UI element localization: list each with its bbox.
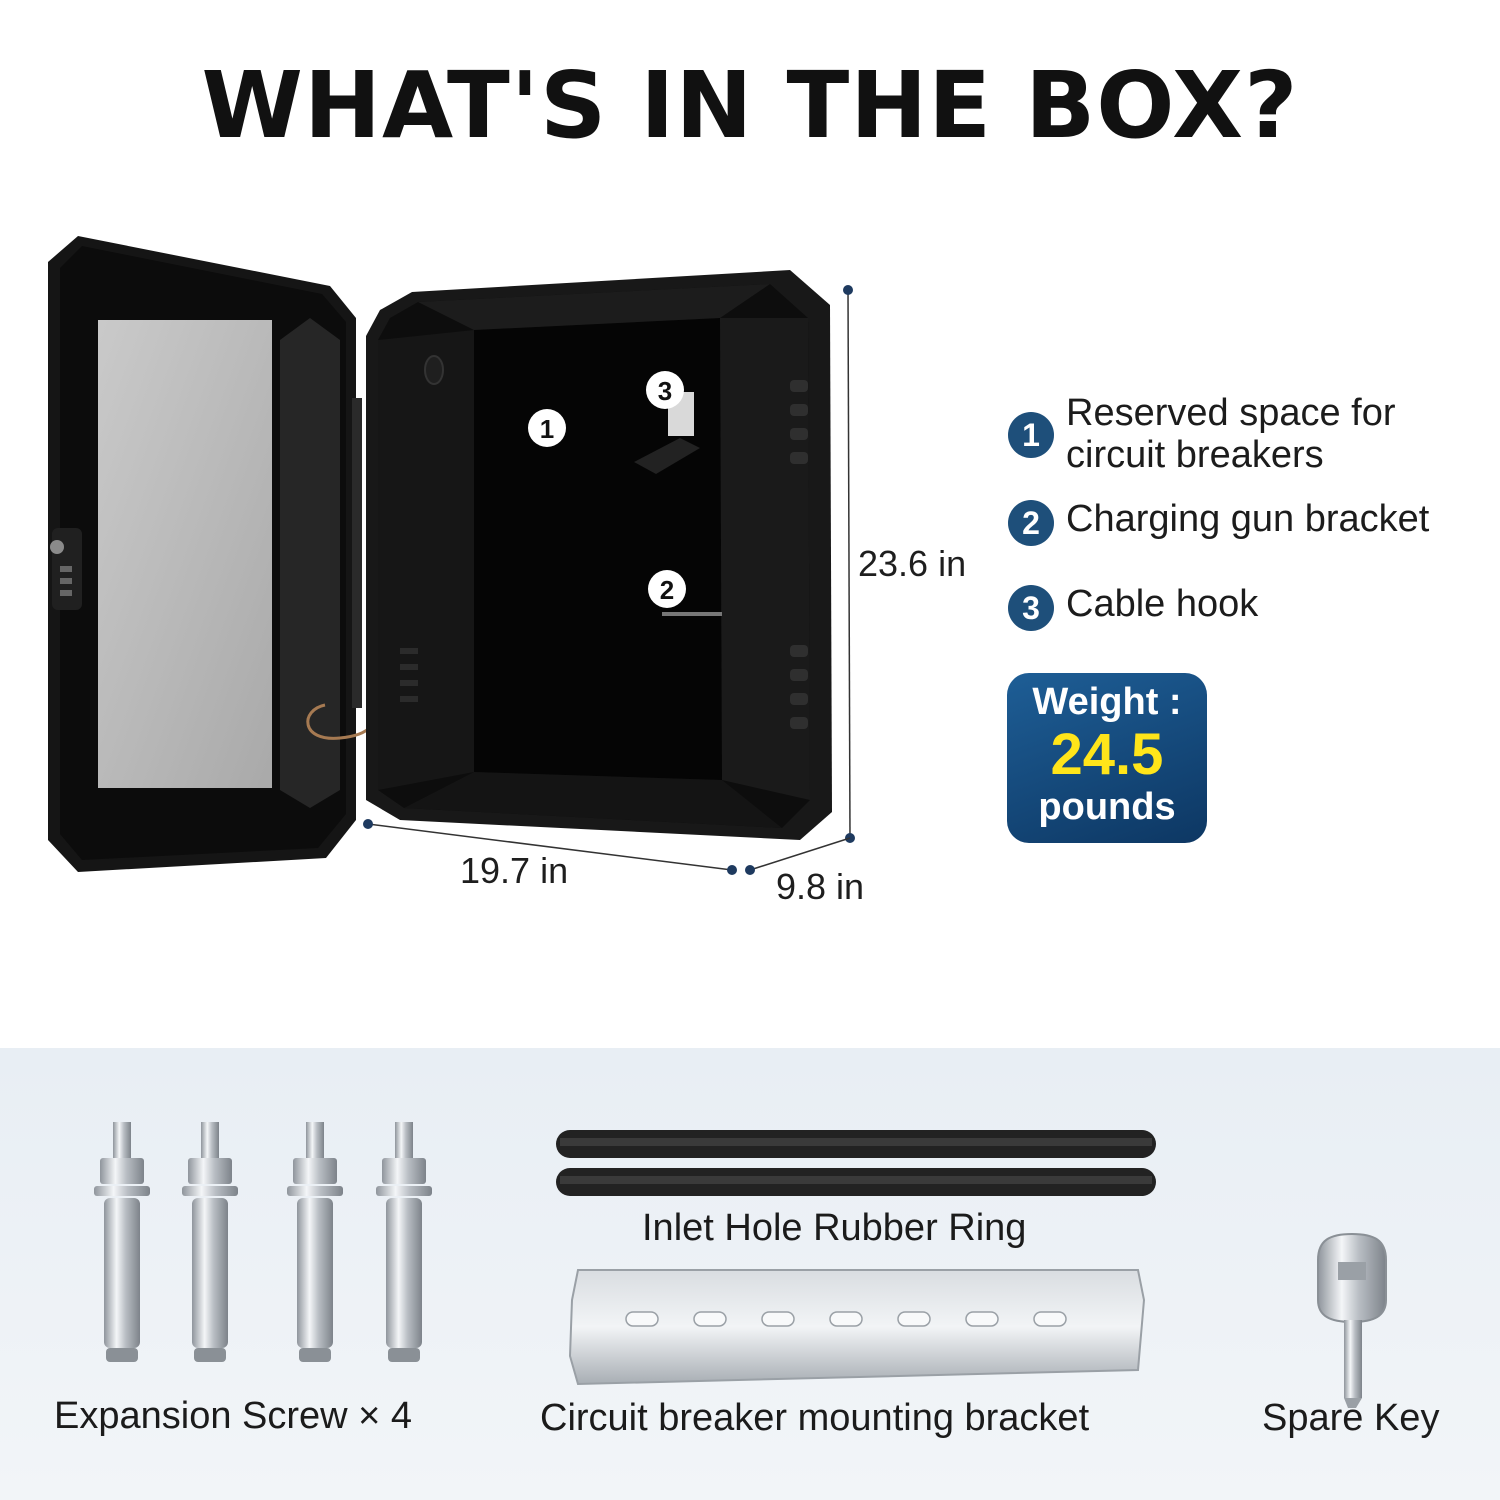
svg-text:2: 2 [660,575,674,605]
expansion-screw-icon [94,1122,432,1362]
legend-label: Charging gun bracket [1066,498,1430,540]
legend-number: 3 [1008,585,1054,631]
dimension-lines [363,285,855,875]
mounting-rail-icon [568,1269,1146,1386]
legend-label: Cable hook [1066,583,1259,625]
mounting-bracket-label: Circuit breaker mounting bracket [540,1397,1090,1439]
page-title: WHAT'S IN THE BOX? [201,52,1299,159]
key-icon [1317,1232,1387,1408]
weight-label: Weight : [1032,681,1182,723]
width-dimension: 19.7 in [460,850,569,891]
cabinet-door [48,236,376,872]
callout-2: 2 [648,570,686,608]
height-dimension: 23.6 in [858,543,967,584]
weight-unit: pounds [1038,786,1176,828]
svg-text:3: 3 [658,376,672,406]
depth-dimension: 9.8 in [776,866,865,907]
callout-1: 1 [528,409,566,447]
expansion-screw-label: Expansion Screw × 4 [54,1395,413,1437]
weight-badge: Weight : 24.5 pounds [1007,673,1207,843]
legend-item-1: 1 Reserved space for circuit breakers [1008,392,1426,476]
legend-item-2: 2 Charging gun bracket [1008,498,1429,546]
legend-number: 2 [1008,500,1054,546]
rubber-ring-icon [556,1130,1156,1196]
legend-item-3: 3 Cable hook [1008,583,1258,631]
legend-number: 1 [1008,412,1054,458]
cabinet-body [366,270,832,840]
spare-key-label: Spare Key [1262,1397,1440,1439]
legend-label: Reserved space for circuit breakers [1066,392,1396,476]
weight-value: 24.5 [1050,722,1164,787]
rubber-ring-label: Inlet Hole Rubber Ring [642,1207,1027,1249]
svg-text:1: 1 [540,414,554,444]
callout-3: 3 [646,371,684,409]
cabinet-illustration: 1 2 3 [48,236,855,875]
